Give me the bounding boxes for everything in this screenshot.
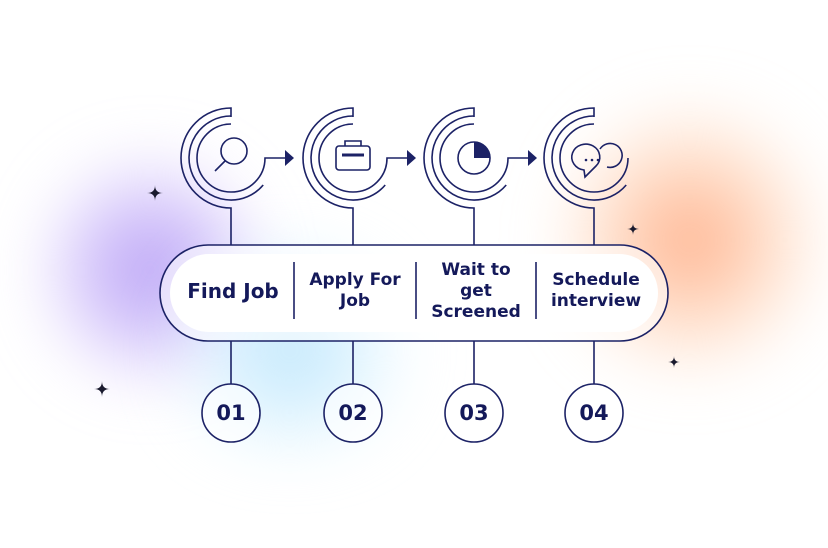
step-label: Find Job xyxy=(187,278,279,303)
step-number-circle xyxy=(564,383,624,443)
back-bubble xyxy=(599,142,623,169)
inner-arc xyxy=(439,123,529,193)
inner-arc xyxy=(318,123,408,193)
pie-clock-icon xyxy=(457,141,491,175)
step-2-icon-group xyxy=(302,107,416,245)
step-number-circle xyxy=(201,383,261,443)
step-label: Schedule interview xyxy=(550,270,642,311)
chat-bubbles-icon xyxy=(571,142,623,179)
dot xyxy=(596,158,600,162)
middle-arc xyxy=(188,115,264,201)
briefcase-handle xyxy=(344,140,362,146)
briefcase-body xyxy=(335,145,371,171)
step-number-circle xyxy=(323,383,383,443)
step-number-circle xyxy=(444,383,504,443)
arrow-right-icon xyxy=(528,150,537,166)
front-bubble xyxy=(571,143,601,179)
middle-arc xyxy=(310,115,386,201)
dot xyxy=(584,158,588,162)
arrow-right-icon xyxy=(407,150,416,166)
sparkle-icon xyxy=(94,381,110,397)
inner-arc xyxy=(559,123,629,193)
dot xyxy=(590,158,594,162)
middle-arc xyxy=(431,115,507,201)
step-3-icon-group xyxy=(423,107,537,245)
step-number: 01 xyxy=(216,401,246,425)
briefcase-icon xyxy=(335,140,371,171)
middle-arc xyxy=(551,115,627,201)
outer-arc xyxy=(302,107,354,245)
outer-arc xyxy=(543,107,595,245)
step-number: 04 xyxy=(579,401,609,425)
outer-arc xyxy=(423,107,475,245)
step-label: Wait to get Screened xyxy=(431,259,521,322)
arrow-right-icon xyxy=(285,150,294,166)
inner-arc xyxy=(196,123,286,193)
magnifier-lens xyxy=(220,137,248,165)
sparkle-icon xyxy=(668,356,680,368)
sparkle-icon xyxy=(627,223,639,235)
magnifier-handle xyxy=(214,160,226,172)
clock-quarter xyxy=(474,142,490,158)
step-number: 03 xyxy=(459,401,489,425)
step-number: 02 xyxy=(338,401,368,425)
step-1-icon-group xyxy=(180,107,294,245)
outer-arc xyxy=(180,107,232,245)
step-4-icon-group xyxy=(543,107,629,245)
step-label: Apply For Job xyxy=(309,270,401,311)
sparkle-icon xyxy=(147,185,163,201)
search-icon xyxy=(214,137,248,172)
